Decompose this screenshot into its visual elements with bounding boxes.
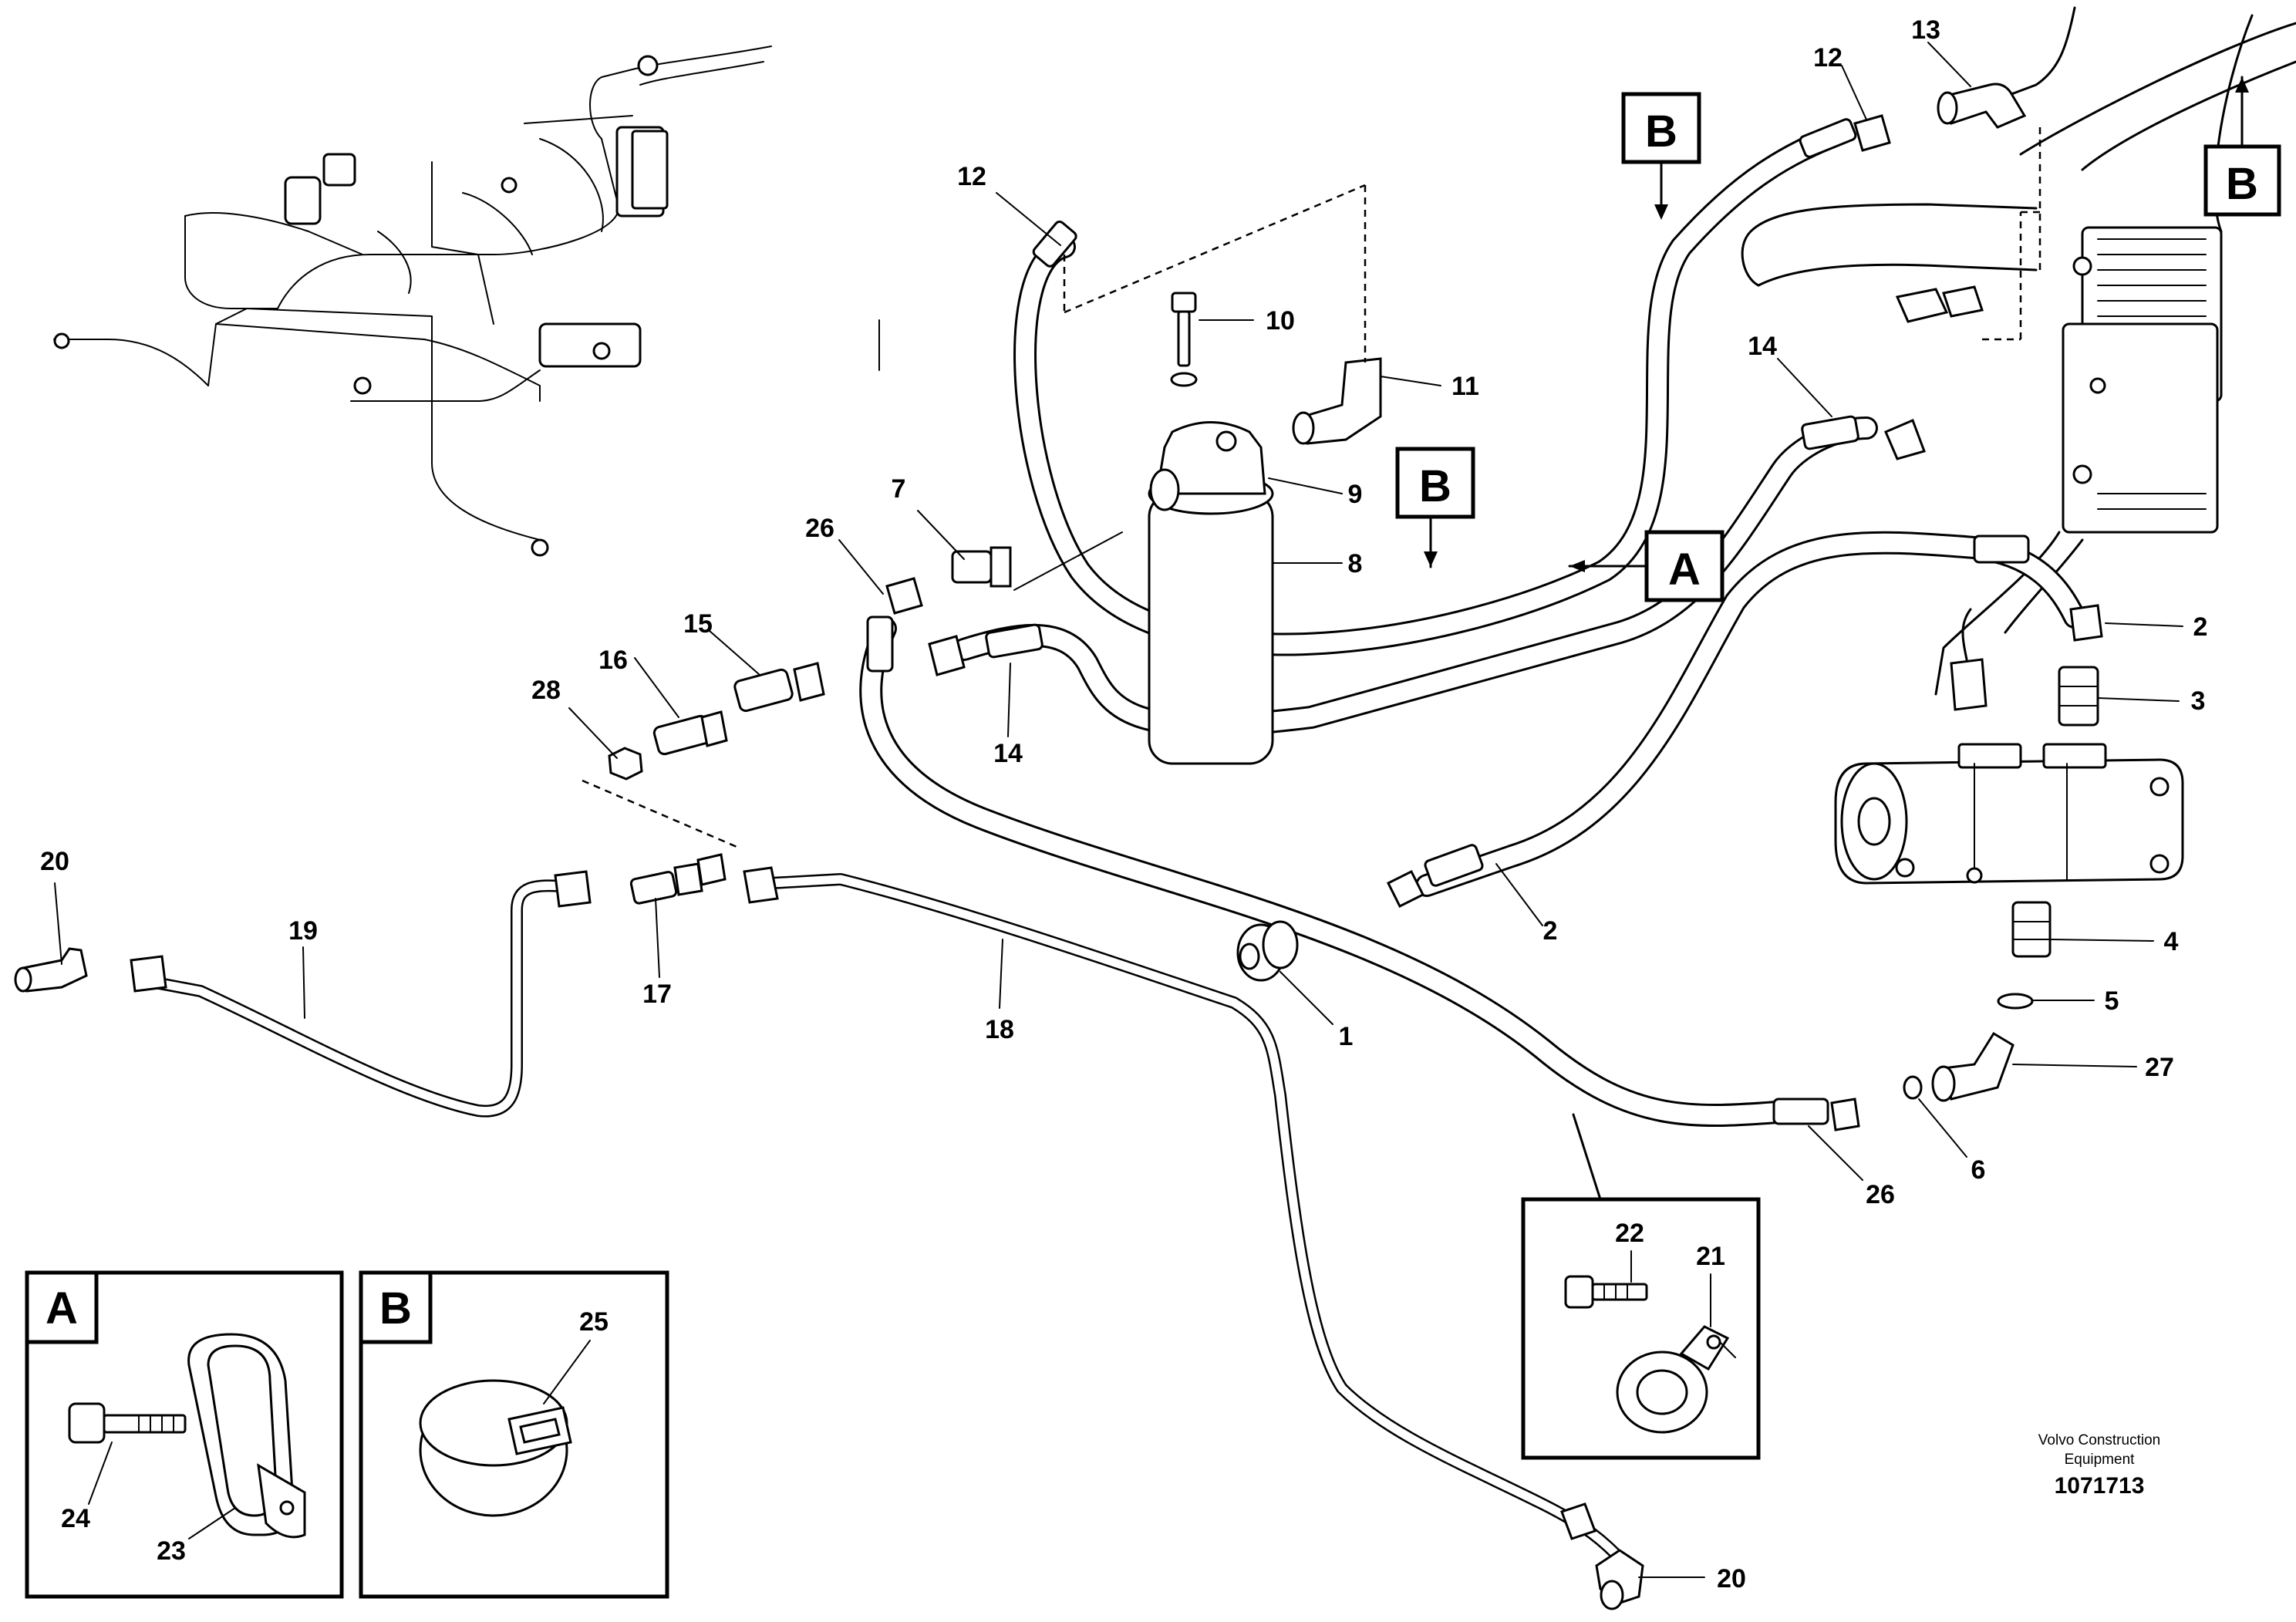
dashed-leaders: [582, 184, 1367, 850]
label-17: 17: [642, 980, 672, 1009]
label-21: 21: [1696, 1242, 1725, 1271]
svg-text:B: B: [379, 1283, 412, 1334]
view-marker-b-top: B: [1621, 92, 1701, 220]
footer-drawing-number: 1071713: [2055, 1473, 2145, 1499]
label-14b: 14: [1748, 332, 1777, 361]
part-labels: 12 10 11 9 8 7 26 15 16 28 14 12 13 14 2…: [40, 15, 2207, 1593]
hydraulic-pump: [1834, 608, 2184, 885]
leader-lines: [54, 42, 2183, 1578]
label-12a: 12: [957, 162, 986, 191]
svg-text:A: A: [46, 1283, 78, 1334]
label-23: 23: [157, 1536, 186, 1566]
label-19: 19: [288, 916, 318, 946]
fittings: [14, 83, 2103, 1610]
label-14a: 14: [993, 739, 1023, 768]
label-12b: 12: [1813, 43, 1843, 73]
label-20a: 20: [40, 847, 69, 876]
svg-text:B: B: [2226, 159, 2258, 209]
label-22: 22: [1615, 1219, 1644, 1248]
label-13: 13: [1911, 15, 1940, 45]
svg-text:B: B: [1645, 106, 1677, 157]
drawing-footer: Volvo Construction Equipment 1071713: [2038, 1432, 2160, 1499]
label-16: 16: [598, 646, 628, 675]
view-marker-b-right: B: [2203, 76, 2281, 217]
view-marker-b-mid: B: [1395, 447, 1475, 568]
label-15: 15: [683, 609, 713, 639]
rigid-pipes: [133, 873, 1626, 1564]
label-6: 6: [1971, 1155, 1986, 1185]
hoses: [859, 123, 2086, 1128]
label-20b: 20: [1717, 1564, 1746, 1593]
machine-overview-thumbnail: [53, 46, 772, 557]
label-18: 18: [985, 1015, 1014, 1044]
svg-text:A: A: [1668, 545, 1701, 595]
svg-text:B: B: [1419, 461, 1451, 511]
label-2b: 2: [1543, 916, 1558, 946]
label-25: 25: [579, 1307, 609, 1337]
label-2a: 2: [2193, 612, 2208, 642]
label-10: 10: [1266, 306, 1295, 336]
label-3: 3: [2191, 686, 2206, 716]
detail-view-a: A 24 23: [25, 1270, 344, 1599]
footer-company-line2: Equipment: [2065, 1452, 2136, 1468]
label-5: 5: [2105, 986, 2119, 1016]
detail-view-b: B 25: [359, 1270, 669, 1599]
label-9: 9: [1348, 480, 1363, 509]
label-11: 11: [1451, 372, 1479, 401]
label-7: 7: [892, 474, 906, 504]
label-24: 24: [61, 1504, 90, 1533]
label-1: 1: [1339, 1022, 1354, 1051]
label-8: 8: [1348, 549, 1363, 578]
label-27: 27: [2145, 1053, 2174, 1082]
label-4: 4: [2164, 927, 2179, 956]
label-26b: 26: [1866, 1180, 1895, 1209]
label-26a: 26: [805, 514, 834, 543]
view-marker-a-mid: A: [1568, 530, 1725, 602]
oil-cooler-assembly: [1741, 6, 2296, 696]
detail-clamp-22-21: 22 21: [1521, 1113, 1761, 1460]
footer-company-line1: Volvo Construction: [2038, 1432, 2160, 1448]
label-28: 28: [531, 676, 561, 705]
